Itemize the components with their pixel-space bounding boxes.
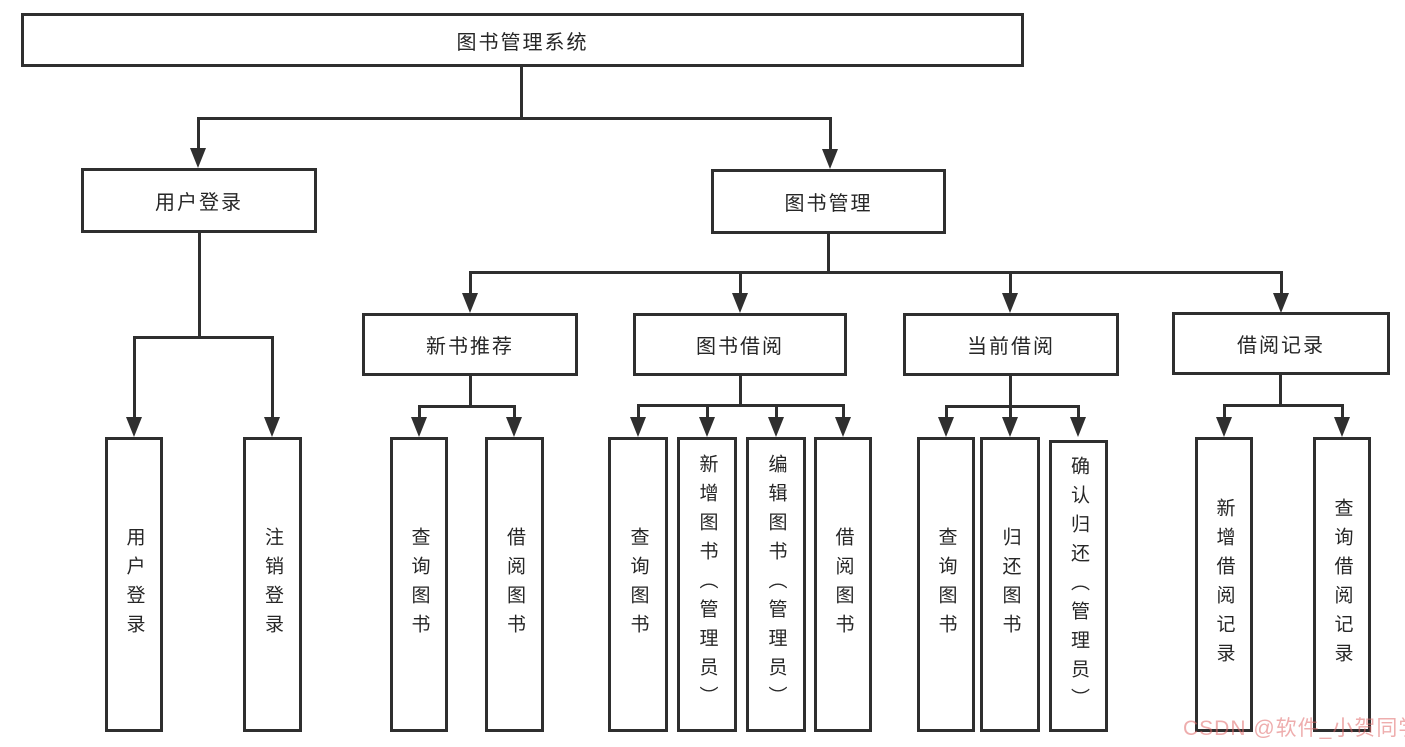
- arrowhead-icon: [699, 417, 715, 437]
- leaf-logout: 注销登录: [243, 437, 302, 732]
- connector-line: [133, 336, 136, 419]
- connector-line: [1279, 375, 1282, 406]
- connector-line: [842, 404, 845, 419]
- arrowhead-icon: [126, 417, 142, 437]
- leaf-label: 查询图书: [627, 526, 649, 643]
- arrowhead-icon: [506, 417, 522, 437]
- connector-line: [520, 65, 523, 118]
- arrowhead-icon: [822, 149, 838, 169]
- connector-line: [418, 405, 421, 419]
- node-new-book-recommend-label: 新书推荐: [426, 336, 514, 358]
- arrowhead-icon: [835, 417, 851, 437]
- connector-line: [469, 271, 1283, 274]
- leaf-label: 查询图书: [935, 526, 957, 643]
- leaf-add-borrow-record: 新增借阅记录: [1195, 437, 1253, 732]
- leaf-user-login: 用户登录: [105, 437, 163, 732]
- connector-line: [637, 404, 845, 407]
- leaf-label: 查询图书: [408, 526, 430, 643]
- node-book-borrowing: 图书借阅: [633, 313, 847, 376]
- arrowhead-icon: [768, 417, 784, 437]
- node-current-borrowing-label: 当前借阅: [967, 336, 1055, 358]
- connector-line: [1280, 271, 1283, 295]
- node-book-borrowing-label: 图书借阅: [696, 336, 784, 358]
- connector-line: [1341, 404, 1344, 419]
- connector-line: [1009, 405, 1012, 419]
- leaf-query-borrow-record: 查询借阅记录: [1313, 437, 1371, 732]
- node-book-management: 图书管理: [711, 169, 946, 234]
- arrowhead-icon: [462, 293, 478, 313]
- node-current-borrowing: 当前借阅: [903, 313, 1119, 376]
- connector-line: [829, 117, 832, 150]
- connector-line: [827, 232, 830, 274]
- leaf-query-books-recommend: 查询图书: [390, 437, 448, 732]
- arrowhead-icon: [411, 417, 427, 437]
- leaf-add-books-admin: 新增图书（管理员）: [677, 437, 737, 732]
- leaf-label: 查询借阅记录: [1331, 497, 1353, 672]
- connector-line: [133, 336, 274, 339]
- connector-line: [945, 405, 948, 419]
- connector-line: [706, 404, 709, 419]
- node-borrowing-records-label: 借阅记录: [1237, 335, 1325, 357]
- arrowhead-icon: [732, 293, 748, 313]
- leaf-label: 用户登录: [123, 526, 145, 643]
- connector-line: [513, 405, 516, 419]
- connector-line: [1223, 404, 1226, 419]
- node-borrowing-records: 借阅记录: [1172, 312, 1390, 375]
- csdn-watermark: CSDN @软件_小贺同学: [1183, 717, 1405, 740]
- connector-line: [775, 404, 778, 419]
- leaf-label: 新增借阅记录: [1213, 497, 1235, 672]
- leaf-label: 借阅图书: [832, 526, 854, 643]
- leaf-return-books: 归还图书: [980, 437, 1040, 732]
- arrowhead-icon: [1070, 417, 1086, 437]
- leaf-edit-books-admin: 编辑图书（管理员）: [746, 437, 806, 732]
- leaf-confirm-return-admin: 确认归还（管理员）: [1049, 440, 1108, 732]
- arrowhead-icon: [630, 417, 646, 437]
- arrowhead-icon: [1334, 417, 1350, 437]
- connector-line: [1009, 375, 1012, 408]
- leaf-query-books-borrowing: 查询图书: [608, 437, 668, 732]
- connector-line: [637, 404, 640, 419]
- leaf-borrow-books: 借阅图书: [814, 437, 872, 732]
- connector-line: [469, 375, 472, 408]
- connector-line: [469, 271, 472, 295]
- node-root: 图书管理系统: [21, 13, 1024, 67]
- connector-line: [739, 271, 742, 295]
- leaf-query-books-current: 查询图书: [917, 437, 975, 732]
- arrowhead-icon: [1216, 417, 1232, 437]
- connector-line: [1223, 404, 1344, 407]
- connector-line: [739, 375, 742, 407]
- arrowhead-icon: [190, 148, 206, 168]
- arrowhead-icon: [264, 417, 280, 437]
- arrowhead-icon: [1002, 293, 1018, 313]
- node-user-login-label: 用户登录: [155, 192, 243, 214]
- node-root-label: 图书管理系统: [456, 31, 589, 54]
- connector-line: [418, 405, 516, 408]
- leaf-label: 编辑图书（管理员）: [765, 454, 787, 715]
- leaf-borrow-books-recommend: 借阅图书: [485, 437, 544, 732]
- leaf-label: 确认归还（管理员）: [1068, 455, 1089, 717]
- arrowhead-icon: [1273, 293, 1289, 313]
- node-new-book-recommend: 新书推荐: [362, 313, 578, 376]
- connector-line: [197, 117, 832, 120]
- connector-line: [197, 117, 200, 150]
- node-book-management-label: 图书管理: [784, 193, 873, 215]
- connector-line: [198, 231, 201, 337]
- connector-line: [945, 405, 1080, 408]
- connector-line: [271, 336, 274, 419]
- arrowhead-icon: [938, 417, 954, 437]
- leaf-label: 归还图书: [999, 526, 1021, 643]
- arrowhead-icon: [1002, 417, 1018, 437]
- node-user-login: 用户登录: [81, 168, 317, 233]
- connector-line: [1077, 405, 1080, 419]
- leaf-label: 新增图书（管理员）: [696, 454, 718, 715]
- connector-line: [1009, 271, 1012, 295]
- leaf-label: 注销登录: [262, 526, 283, 643]
- leaf-label: 借阅图书: [504, 526, 525, 643]
